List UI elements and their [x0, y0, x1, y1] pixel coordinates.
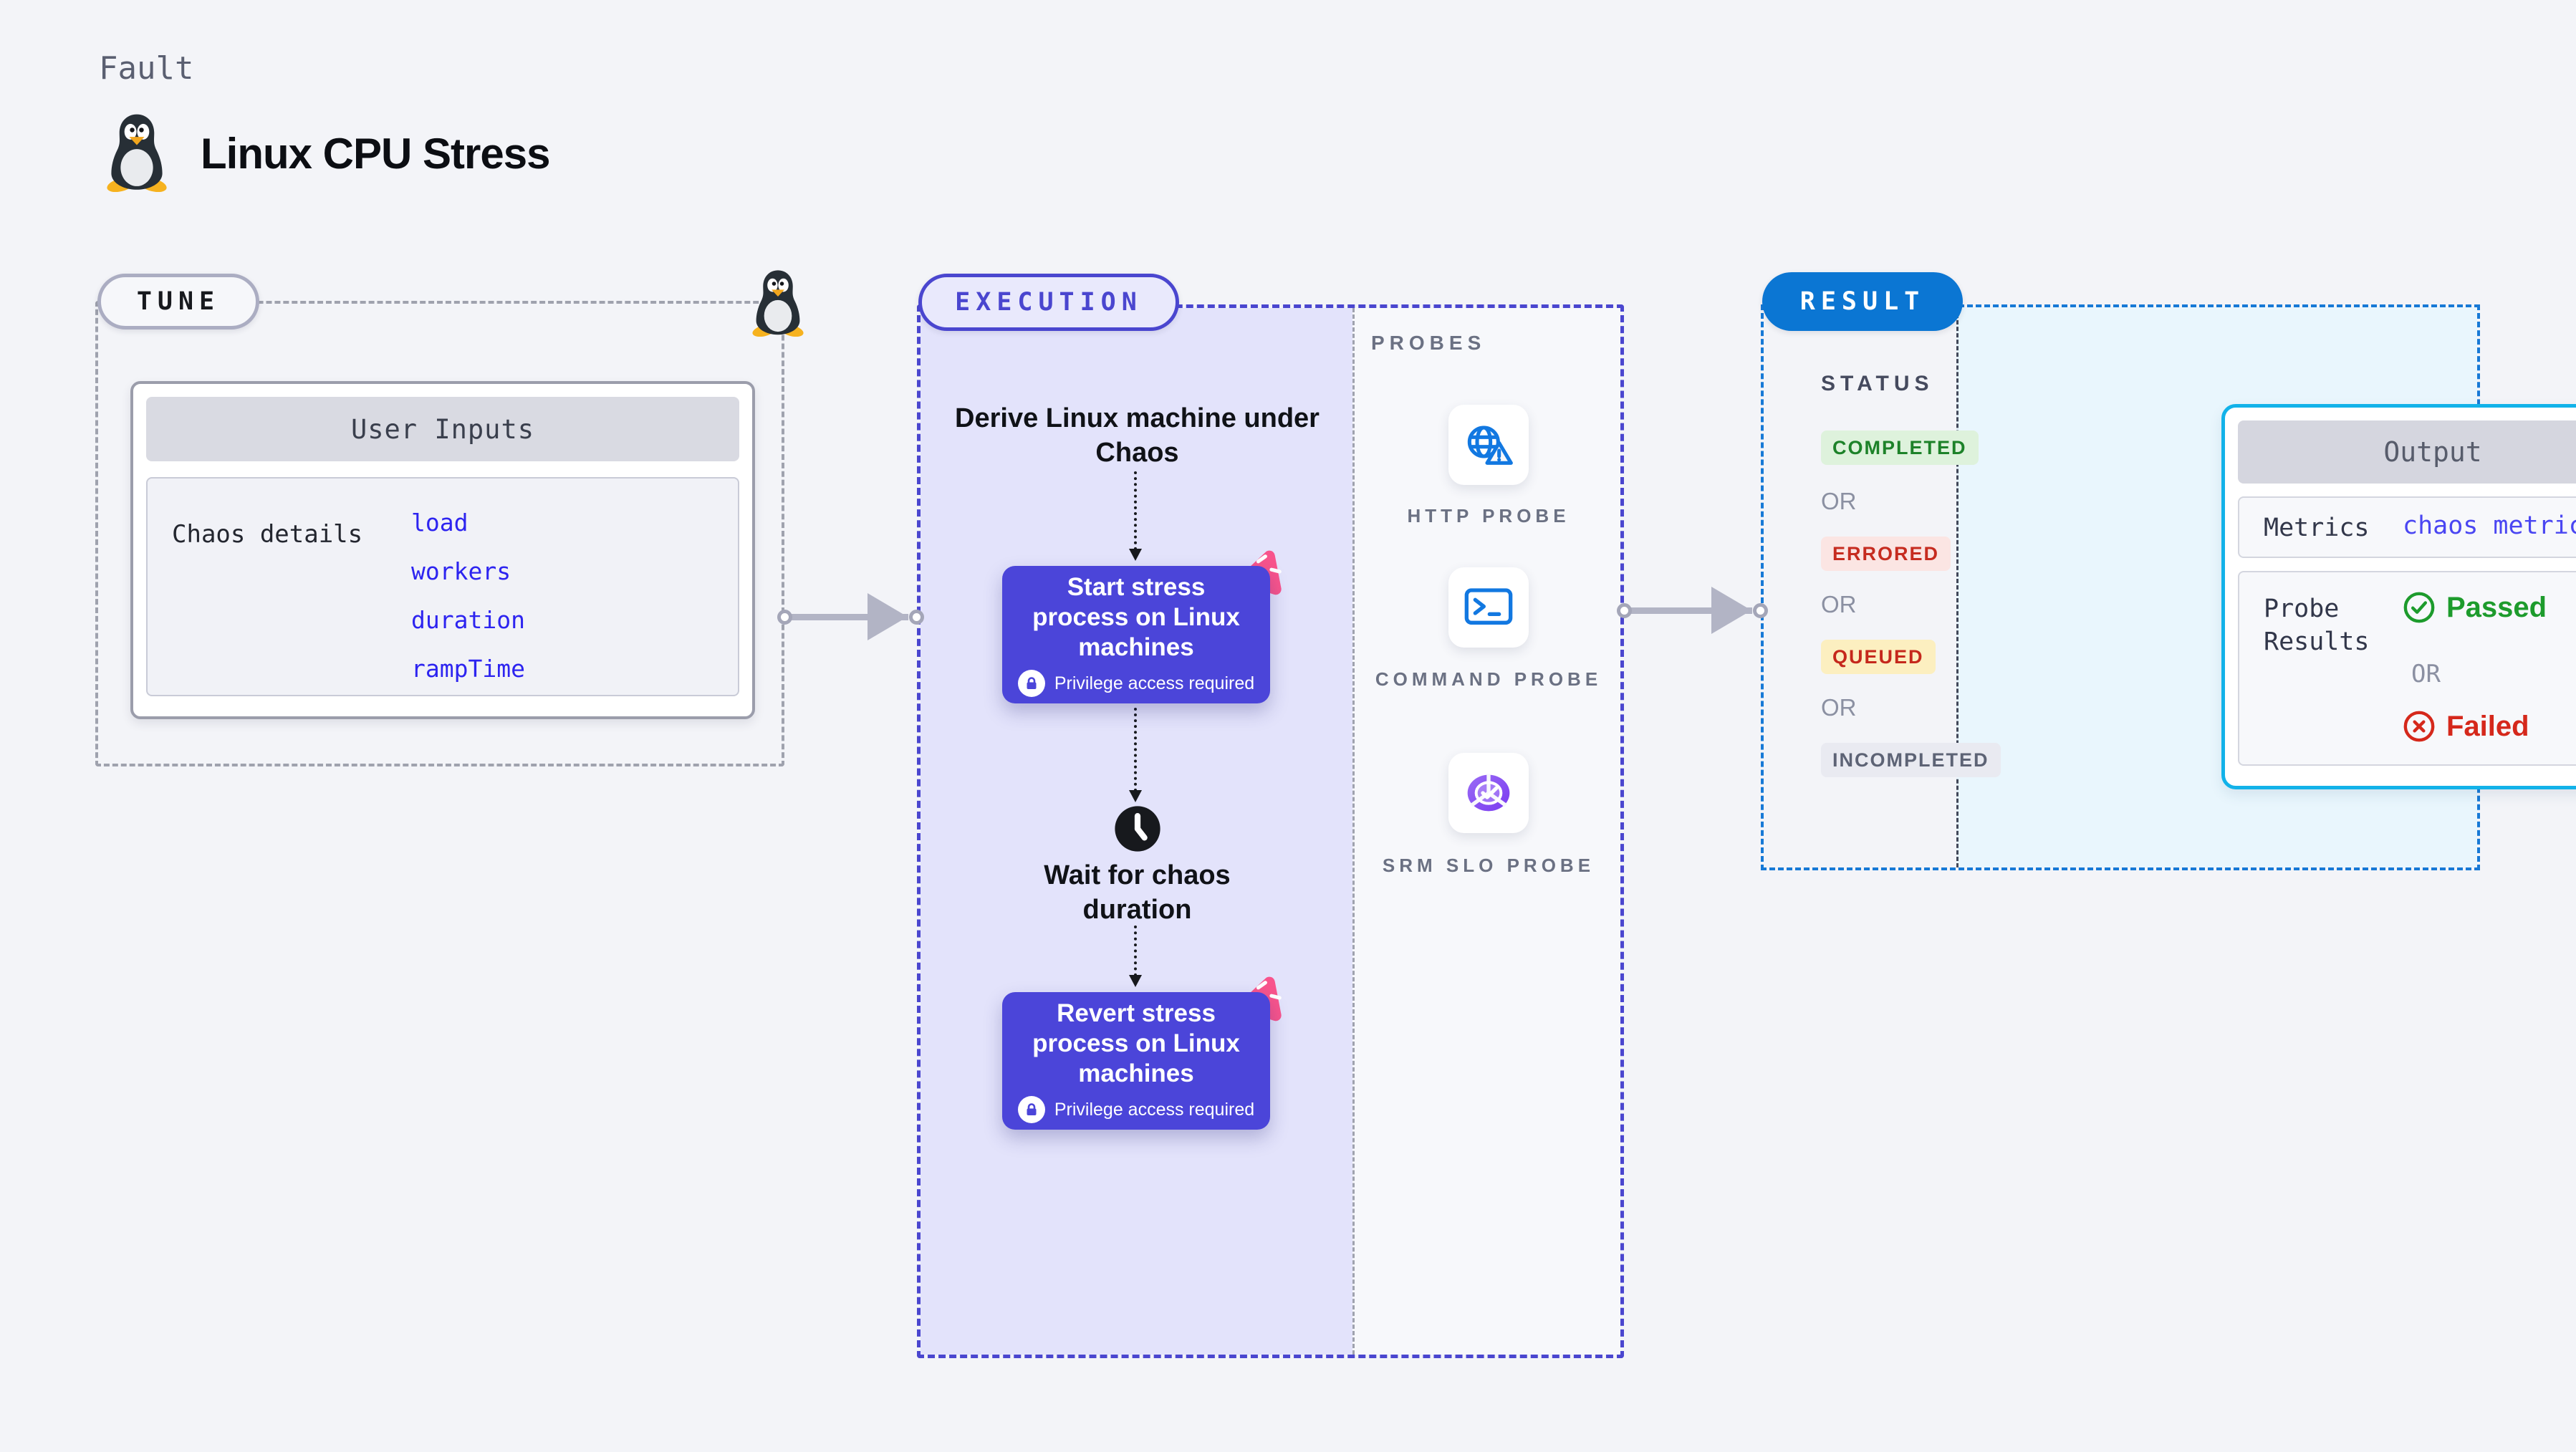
slo-donut-icon	[1467, 774, 1510, 812]
tune-section-box	[95, 301, 784, 766]
fault-eyebrow: Fault	[99, 50, 194, 87]
or-separator: OR	[1821, 694, 1857, 721]
lock-icon	[1017, 670, 1045, 697]
connector-execution-to-result	[1617, 585, 1768, 635]
wait-duration-step: Wait for chaos duration	[1044, 860, 1231, 925]
flow-arrow-down-icon	[1129, 471, 1142, 561]
privilege-note: Privilege access required	[1017, 670, 1254, 697]
revert-stress-node: Revert stress process on Linux machines …	[1002, 992, 1270, 1130]
result-output-area: Output Metrics chaos metrics Probe Resul…	[1956, 307, 2576, 867]
or-separator: OR	[2411, 660, 2441, 688]
flow-arrow-down-icon	[1129, 925, 1142, 987]
chaos-metrics-link[interactable]: chaos metrics	[2403, 511, 2576, 540]
input-link-ramptime[interactable]: rampTime	[411, 655, 525, 683]
derive-machine-step: Derive Linux machine under Chaos	[955, 403, 1320, 468]
result-section-label: RESULT	[1762, 272, 1963, 331]
command-probe-label: COMMAND PROBE	[1375, 668, 1602, 690]
probe-results-row: Probe Results Passed OR	[2238, 571, 2576, 766]
chaos-input-links: load workers duration rampTime	[411, 499, 525, 693]
user-inputs-card: User Inputs Chaos details load workers d…	[130, 381, 755, 719]
passed-verdict: Passed	[2403, 591, 2547, 624]
execution-section-box: Derive Linux machine under Chaos Start s…	[917, 304, 1624, 1358]
start-stress-title: Start stress process on Linux machines	[1032, 573, 1240, 661]
linux-tux-corner-icon	[748, 269, 808, 337]
privilege-note: Privilege access required	[1017, 1096, 1254, 1123]
http-probe-card	[1448, 405, 1529, 485]
connector-endpoint-icon	[1753, 603, 1768, 618]
probe-results-label: Probe Results	[2264, 595, 2370, 656]
input-link-workers[interactable]: workers	[411, 557, 511, 585]
terminal-icon	[1464, 588, 1513, 625]
connector-endpoint-icon	[909, 610, 924, 625]
page-title: Linux CPU Stress	[201, 130, 550, 178]
status-badge-completed: COMPLETED	[1821, 431, 1979, 465]
connector-endpoint-icon	[777, 610, 792, 625]
probes-panel: PROBES HTTP PROBE	[1352, 308, 1620, 1355]
connector-line	[792, 614, 908, 620]
tune-section-label: TUNE	[97, 274, 259, 330]
check-circle-icon	[2403, 592, 2435, 623]
execution-section-label: EXECUTION	[918, 274, 1179, 331]
user-inputs-title: User Inputs	[146, 397, 739, 461]
linux-tux-icon	[102, 113, 172, 192]
globe-alert-icon	[1467, 425, 1513, 465]
status-badge-incompleted: INCOMPLETED	[1821, 743, 2001, 777]
command-probe-card	[1448, 567, 1529, 648]
chaos-details-label: Chaos details	[172, 520, 363, 549]
failed-verdict: Failed	[2403, 710, 2529, 743]
srm-slo-probe-label: SRM SLO PROBE	[1382, 855, 1595, 876]
result-section-box: Output Metrics chaos metrics Probe Resul…	[1761, 304, 2576, 870]
x-circle-icon	[2403, 711, 2435, 742]
output-title: Output	[2238, 420, 2576, 484]
metrics-row: Metrics chaos metrics	[2238, 496, 2576, 558]
status-badge-queued: QUEUED	[1821, 640, 1936, 674]
status-heading: STATUS	[1821, 372, 1934, 395]
or-separator: OR	[1821, 488, 1857, 514]
status-badge-errored: ERRORED	[1821, 537, 1951, 571]
connector-arrowhead-icon	[868, 593, 908, 640]
connector-line	[1631, 607, 1752, 614]
flow-arrow-down-icon	[1129, 708, 1142, 802]
connector-arrowhead-icon	[1711, 587, 1751, 634]
or-separator: OR	[1821, 591, 1857, 617]
connector-endpoint-icon	[1617, 603, 1632, 618]
probes-heading: PROBES	[1371, 332, 1486, 354]
user-inputs-body: Chaos details load workers duration ramp…	[146, 477, 739, 696]
metrics-label: Metrics	[2264, 514, 2370, 542]
execution-flow-area: Derive Linux machine under Chaos Start s…	[921, 308, 1352, 1355]
input-link-load[interactable]: load	[411, 509, 468, 537]
start-stress-node: Start stress process on Linux machines P…	[1002, 566, 1270, 703]
http-probe-label: HTTP PROBE	[1407, 505, 1570, 527]
connector-tune-to-execution	[777, 592, 924, 642]
input-link-duration[interactable]: duration	[411, 606, 525, 634]
clock-icon	[1115, 806, 1160, 852]
srm-slo-probe-card	[1448, 753, 1529, 833]
output-card: Output Metrics chaos metrics Probe Resul…	[2221, 404, 2576, 789]
revert-stress-title: Revert stress process on Linux machines	[1032, 999, 1240, 1087]
lock-icon	[1017, 1096, 1045, 1123]
